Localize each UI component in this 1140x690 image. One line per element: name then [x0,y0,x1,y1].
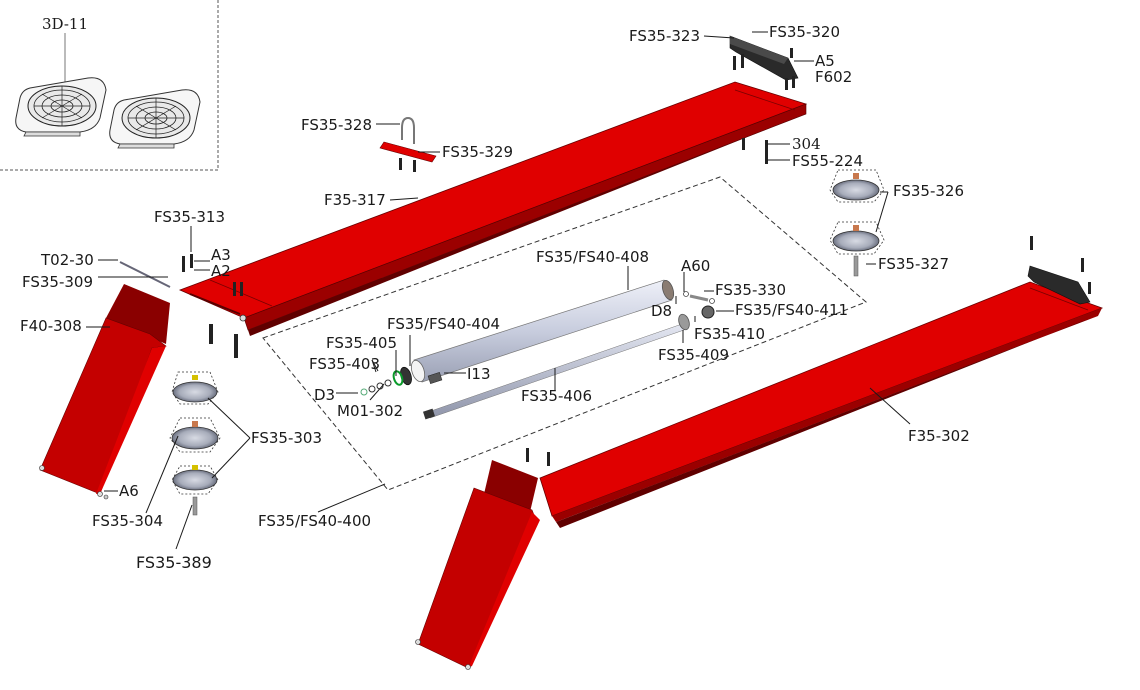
label-fs35-389: FS35-389 [136,553,212,572]
label-fs35-405: FS35-405 [326,334,398,352]
label-fs35-403: FS35-403 [309,355,381,373]
turntable-right [109,89,201,149]
label-304: 304 [792,135,821,153]
label-fs35-304: FS35-304 [92,512,164,530]
label-fs35-320: FS35-320 [769,23,841,41]
label-fs35-409: FS35-409 [658,346,730,364]
runway-hardware-left [119,254,243,358]
label-fs35-309: FS35-309 [22,273,94,291]
label-fs35-fs40-408: FS35/FS40-408 [536,248,650,266]
label-d3: D3 [314,386,336,404]
cylinder-group-boundary [262,176,867,491]
label-t02-30: T02-30 [41,251,94,269]
label-m01-302: M01-302 [337,402,404,420]
label-f35-317: F35-317 [324,191,386,209]
label-fs35-fs40-400: FS35/FS40-400 [258,512,372,530]
chock-bolts [733,48,795,164]
runway-upper [178,81,808,336]
label-fs35-313: FS35-313 [154,208,226,226]
turntable-left [15,77,107,137]
label-fs35-303: FS35-303 [251,429,323,447]
runway-lower [539,281,1104,528]
label-d8: D8 [651,302,673,320]
wheel-chock-upper [729,35,799,81]
label-fs35-329: FS35-329 [442,143,514,161]
ramp-lower [415,460,540,670]
label-3d-11: 3D-11 [42,15,89,33]
wheel-chock-lower [526,236,1091,466]
label-fs35-fs40-404: FS35/FS40-404 [387,315,501,333]
label-i13: I13 [467,365,491,383]
label-fs35-330: FS35-330 [715,281,787,299]
u-bolt-plate [379,116,437,172]
label-fs35-328: FS35-328 [301,116,373,134]
label-f40-308: F40-308 [20,317,82,335]
label-f35-302: F35-302 [908,427,970,445]
label-a3: A3 [211,246,231,264]
label-fs35-fs40-411: FS35/FS40-411 [735,301,849,319]
label-fs55-224: FS55-224 [792,152,864,170]
label-a5: A5 [815,52,835,70]
turntable-inset [0,0,219,171]
label-a6: A6 [119,482,139,500]
label-fs35-326: FS35-326 [893,182,965,200]
cylinder-assembly [360,279,715,420]
label-a2: A2 [211,262,231,280]
leader-lines [86,31,911,550]
label-fs35-323: FS35-323 [629,27,701,45]
ramp-left [39,284,170,500]
label-f602: F602 [815,68,853,86]
label-fs35-410: FS35-410 [694,325,766,343]
sheave-stack-right [829,169,885,277]
sheave-stack-left [169,371,221,516]
label-fs35-327: FS35-327 [878,255,950,273]
label-fs35-406: FS35-406 [521,387,593,405]
label-a60: A60 [681,257,711,275]
